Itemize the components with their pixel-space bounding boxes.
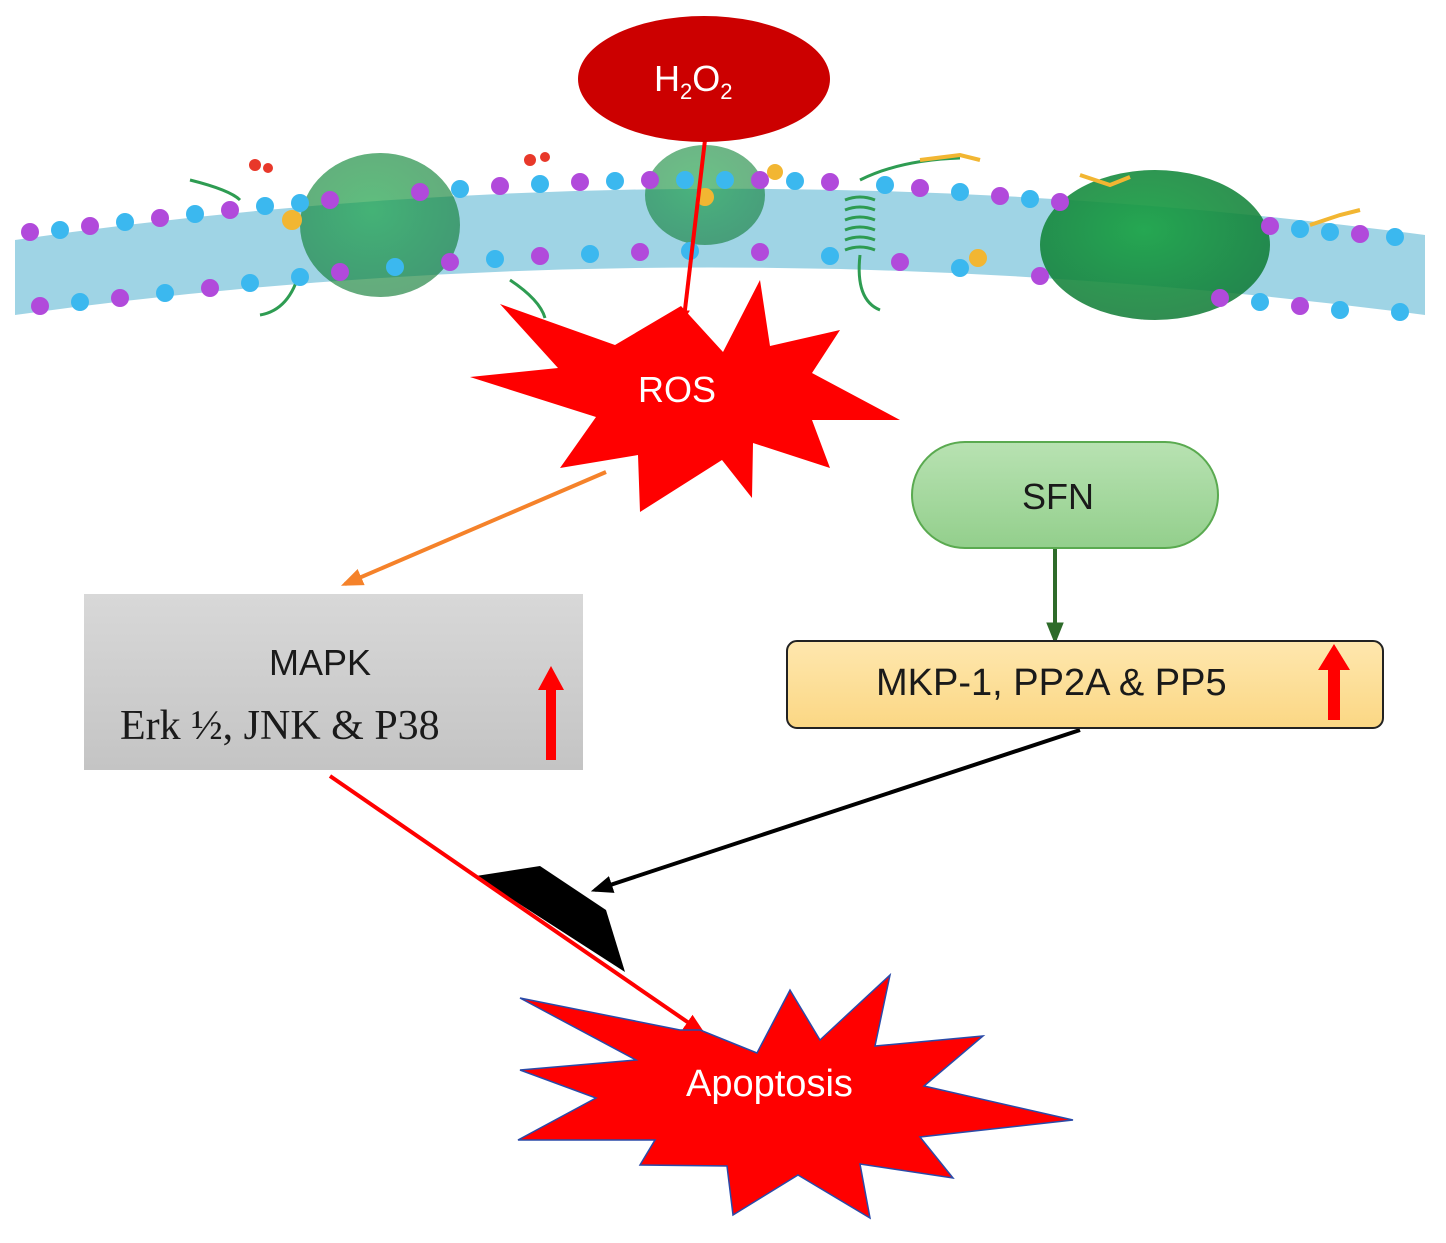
h2o2-sub-1: 2 <box>680 79 693 105</box>
arrow-mkp-block <box>590 728 1081 893</box>
ros-burst <box>470 280 900 512</box>
h2o2-sub-2: 2 <box>720 79 733 105</box>
apoptosis-label: Apoptosis <box>686 1063 853 1105</box>
mapk-title: MAPK <box>269 642 372 683</box>
h2o2-label: H2O2 <box>654 58 733 105</box>
h2o2-node <box>578 16 830 142</box>
sfn-node <box>911 441 1219 549</box>
mapk-members: Erk ½, JNK & P38 <box>120 703 440 749</box>
sfn-label: SFN <box>1022 476 1094 517</box>
ros-label: ROS <box>638 369 717 410</box>
h2o2-o: O <box>692 58 721 99</box>
up-arrow-icon <box>538 666 564 760</box>
arrow-h2o2-ros <box>679 139 707 320</box>
inhibition-block-icon <box>476 866 625 972</box>
mkp-label: MKP-1, PP2A & PP5 <box>876 662 1227 704</box>
mkp-node <box>786 640 1384 729</box>
up-arrow-icon <box>1318 644 1350 720</box>
arrow-mapk-apoptosis <box>328 774 706 1035</box>
apoptosis-burst <box>517 972 1074 1220</box>
h2o2-h: H <box>654 58 680 99</box>
cell-membrane-icon <box>15 145 1425 321</box>
mapk-node <box>84 594 583 770</box>
arrow-ros-mapk <box>340 470 607 586</box>
